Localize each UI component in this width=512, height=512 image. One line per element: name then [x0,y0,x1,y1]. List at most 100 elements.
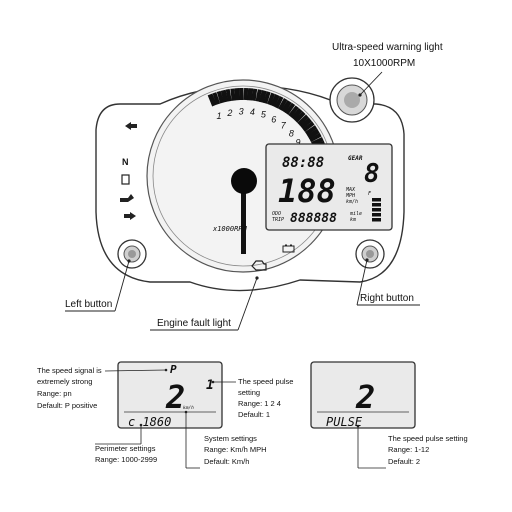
note-speed-signal-3: Range: pn [37,389,72,398]
lcd1-bottom: c 1860 [128,415,171,429]
rpm-tick-bar [251,88,258,101]
needle [241,180,246,254]
note-pulse1-2: setting [238,388,260,397]
lcd-trip-label: TRIP [272,217,284,223]
fuel-bar [372,203,381,207]
note-system-1: System settings [204,434,257,443]
rpm-tick-bar [291,107,303,121]
rpm-tick-bar [267,92,275,106]
rpm-tick-bar [225,88,232,102]
fuel-icon [121,174,130,185]
lcd-dist-km: km [350,217,356,223]
lcd-speed: 188 [278,172,336,210]
rpm-tick-bar [230,88,236,101]
lcd1-unit: km/h [183,405,194,411]
note-speed-signal-2: extremely strong [37,377,92,386]
right-button[interactable] [355,239,385,269]
instrument-cluster: 1234567891011121314 x1000RPM 88:88 GEAR … [95,77,405,292]
lcd-gear-value: 8 [364,159,380,189]
fuel-bar [372,198,381,202]
lcd-detail-1: P 2 km/h 1 c 1860 [117,361,223,429]
callout-right-button: Right button [360,293,414,304]
battery-icon [282,244,295,253]
rpm-tick-bar [263,91,271,104]
note-pulse2-2: Range: 1-12 [388,445,429,454]
lcd-clock: 88:88 [282,155,324,171]
lcd-detail-2: 2 PULSE [310,361,416,429]
callouts-main: Ultra-speed warning light 10X1000RPM Lef… [65,42,443,331]
rpm-tick-bar [299,117,313,130]
rpm-tick-bar [309,132,322,143]
rpm-tick-bar [281,100,292,113]
rpm-tick-bar [274,96,284,109]
lcd-unit-mph: MPH [345,193,356,199]
rpm-dial-number: 4 [250,107,255,117]
main-lcd: 88:88 GEAR 8 188 MAX MPH km/h F ODO TRIP… [265,143,393,231]
needle-hub [231,168,257,194]
rpm-dial-number: 2 [226,108,232,118]
lcd-odo-label: ODO [272,211,281,217]
rpm-tick-bar [234,88,241,101]
rpm-tick-bar [302,121,315,132]
lcd-gear-label: GEAR [348,155,363,162]
lcd-odometer: 888888 [290,211,337,226]
left-turn-icon [125,122,137,130]
fuel-bar [372,213,381,217]
lcd-dist-mile: mile [349,211,362,217]
rpm-tick-bar [270,94,280,107]
fuel-bar [372,208,381,212]
lcd1-big-digit: 2 [165,378,185,416]
lcd1-gear-char: 1 [206,378,214,393]
note-pulse1-1: The speed pulse [238,377,293,386]
engine-fault-icon [251,260,267,271]
note-perimeter-2: Range: 1000-2999 [95,455,157,464]
right-turn-icon [124,212,136,220]
callout-ultra-speed-title: Ultra-speed warning light [332,42,443,53]
rpm-dial-number: 5 [261,110,267,120]
rpm-dial-number: 7 [281,121,287,131]
rpm-tick-bar [247,88,254,101]
rpm-dial-number: 3 [239,106,244,116]
lcd-unit-max: MAX [345,187,356,193]
note-pulse1-3: Range: 1 2 4 [238,399,281,408]
rpm-dial-number: 6 [271,114,276,124]
rpm-dial-number: 1 [216,111,221,121]
note-speed-signal-4: Default: P positive [37,401,97,410]
rpm-tick-bar [258,89,267,103]
rpm-tick-bar [288,105,299,118]
rpm-unit-label: x1000RPM [212,225,248,233]
rpm-tick-bar [255,89,262,102]
rpm-tick-bar [304,125,318,136]
callout-ultra-speed-rpm: 10X1000RPM [353,58,415,69]
lcd2-big-digit: 2 [355,378,375,416]
callouts-detail: The speed signal is extremely strong Ran… [37,366,468,469]
note-system-3: Default: Km/h [204,457,249,466]
rpm-tick-bar [311,136,324,146]
note-speed-signal-1: The speed signal is [37,366,102,375]
rpm-tick-bar [297,114,309,126]
rpm-tick-bar [284,102,296,115]
rpm-tick-bar [306,128,320,140]
indicator-column: N [120,122,137,220]
oil-icon [120,194,134,202]
rpm-tick-bar [294,111,306,123]
lcd-unit-kmh: km/h [346,199,358,205]
note-pulse2-1: The speed pulse setting [388,434,468,443]
rpm-tick-bar [212,92,221,105]
rpm-tick-bar [207,93,217,107]
rpm-tick-bar [278,98,288,111]
rpm-tick-bar [216,90,225,104]
ultra-speed-warning-light [329,77,375,123]
left-button[interactable] [117,239,147,269]
rpm-dial-number: 8 [289,128,294,138]
lcd-fuel-f: F [368,191,372,197]
callout-left-button: Left button [65,299,112,310]
lcd2-bottom: PULSE [326,415,363,429]
fuel-bar [372,218,381,222]
rpm-tick-bar [220,89,229,103]
fuel-gauge-bars [372,198,381,222]
neutral-indicator: N [122,157,129,167]
note-system-2: Range: Km/h MPH [204,445,267,454]
note-pulse2-3: Default: 2 [388,457,420,466]
